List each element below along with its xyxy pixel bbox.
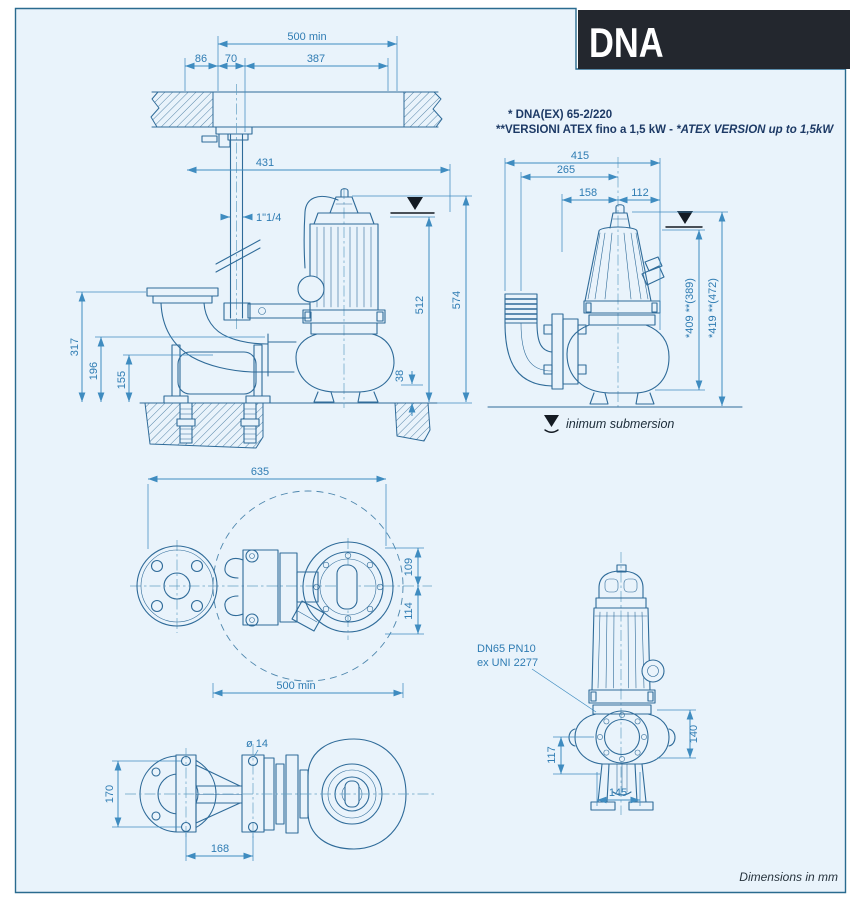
dim-38: 38	[394, 370, 406, 382]
motor-top	[291, 541, 394, 633]
dim-574: 574	[451, 291, 463, 309]
dim-112: 112	[631, 187, 649, 199]
dim-512: 512	[414, 296, 426, 314]
anchor-bolt	[176, 402, 196, 444]
flange-spec-line1: DN65 PN10	[477, 643, 536, 655]
banner-background	[578, 10, 850, 69]
note-atex-italic: *ATEX VERSION up to 1,5kW	[676, 124, 834, 136]
min-submersion-legend: inimum submersion	[544, 415, 674, 433]
dim-guide-pipe: 1"1/4	[256, 212, 281, 224]
oil-plug	[297, 275, 325, 303]
dim-635: 635	[251, 466, 269, 478]
water-level-icon	[665, 211, 703, 228]
dim-117: 117	[546, 746, 558, 764]
dim-145: 145	[609, 787, 627, 799]
note-atex-regular: **VERSIONI ATEX fino a 1,5 kW -	[496, 124, 677, 136]
dim-431: 431	[256, 157, 274, 169]
submersible-pump-freestanding	[566, 204, 670, 405]
dim-419: *419 **(472)	[707, 278, 719, 338]
freestanding-view: 415 265 158 112 *409 **(389) *419 **(472…	[487, 150, 743, 433]
dim-70: 70	[225, 53, 237, 65]
dim-140: 140	[688, 725, 700, 743]
top-view: 635 109 114 500 min	[130, 466, 432, 698]
front-view-dimensions: 117 140 145	[546, 709, 700, 806]
hose-elbow	[504, 293, 587, 390]
dim-109: 109	[403, 558, 415, 576]
units-note: Dimensions in mm	[739, 870, 838, 884]
dim-168: 168	[211, 843, 229, 855]
bottom-view-dimensions: 170 ø 14 168	[104, 738, 268, 861]
submersible-pump-side	[223, 188, 395, 408]
dim-265: 265	[557, 164, 575, 176]
dim-387: 387	[307, 53, 325, 65]
bolt-hole	[180, 821, 192, 833]
dim-114: 114	[403, 602, 415, 620]
bolt-hole	[180, 755, 192, 767]
cable-gland	[644, 256, 663, 272]
installation-view: 500 min 86 70 387 431 1"1/4 317 196 155 …	[69, 31, 472, 449]
water-level-icon	[544, 415, 559, 427]
dim-155: 155	[116, 371, 128, 389]
note-model: * DNA(EX) 65-2/220	[508, 109, 613, 121]
dim-158: 158	[579, 187, 597, 199]
page-title: DNA	[589, 20, 664, 67]
dim-409: *409 **(389)	[684, 278, 696, 338]
title-banner: DNA	[578, 10, 850, 69]
min-submersion-label: inimum submersion	[566, 417, 674, 431]
guide-bracket-top	[224, 549, 319, 627]
bolt-hole	[247, 821, 259, 833]
dim-196: 196	[88, 362, 100, 380]
guide-claw	[223, 302, 251, 321]
dim-415: 415	[571, 150, 589, 162]
dim-hole-diameter: ø 14	[246, 738, 268, 750]
page-border	[14, 7, 847, 894]
flange-spec-line2: ex UNI 2277	[477, 657, 538, 669]
dim-170: 170	[104, 785, 116, 803]
dim-317: 317	[69, 338, 81, 356]
discharge-flange-top	[136, 545, 218, 627]
dim-86: 86	[195, 53, 207, 65]
anchor-bolt	[240, 402, 260, 444]
cable-gland	[641, 659, 665, 683]
dim-clearance: 500 min	[276, 680, 315, 692]
freestanding-dimensions: 415 265 158 112 *409 **(389) *419 **(472…	[504, 150, 728, 406]
bolt-hole	[247, 755, 259, 767]
bottom-view: 170 ø 14 168	[104, 738, 435, 861]
top-view-dimensions: 635 109 114 500 min	[147, 466, 424, 698]
atex-notes: * DNA(EX) 65-2/220 **VERSIONI ATEX fino …	[496, 108, 833, 138]
note-atex: **VERSIONI ATEX fino a 1,5 kW - *ATEX VE…	[496, 123, 833, 138]
dim-pit-width: 500 min	[287, 31, 326, 43]
water-level-icon	[390, 197, 435, 214]
front-view: DN65 PN10 ex UNI 2277 117 140 145	[477, 552, 700, 815]
pump-front	[568, 564, 676, 811]
flange-callout: DN65 PN10 ex UNI 2277	[477, 643, 597, 713]
installation-dimensions: 500 min 86 70 387 431 1"1/4 317 196 155 …	[69, 31, 472, 416]
